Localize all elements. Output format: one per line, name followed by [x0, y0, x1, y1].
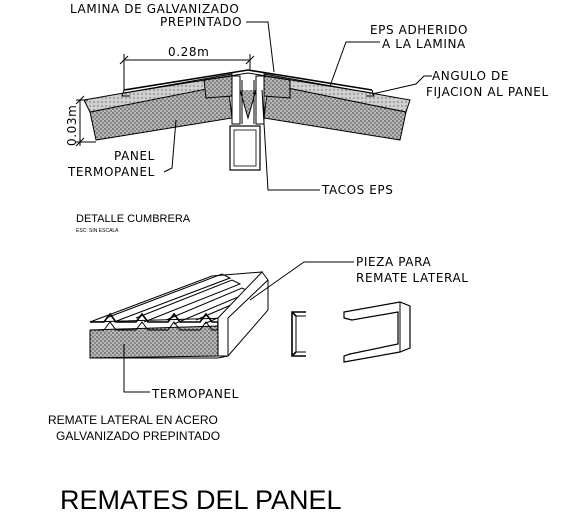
- leader-eps: [329, 41, 380, 87]
- label-lamina-line1: LAMINA DE GALVANIZADO: [70, 2, 239, 16]
- label-pieza-line1: PIEZA PARA: [356, 255, 432, 269]
- dim-width-text: 0.28m: [168, 45, 209, 59]
- ridge-cap-hook-left: [121, 89, 130, 97]
- leader-termopanel: [123, 344, 150, 393]
- leader-angulo: [371, 75, 432, 95]
- label-panel-line2: TERMOPANEL: [67, 165, 155, 179]
- detail-title: DETALLE CUMBRERA: [76, 213, 191, 225]
- lateral-trim-detail: PIEZA PARA REMATE LATERAL TERMOPANEL REM…: [48, 255, 469, 443]
- leader-panel: [163, 119, 177, 173]
- ridge-center-detail: [241, 80, 255, 124]
- caption-remate-line1: REMATE LATERAL EN ACERO: [48, 413, 218, 427]
- ridge-joint-right: [255, 75, 265, 125]
- leader-lamina: [246, 21, 275, 73]
- detail-scale: ESC: SIN ESCALA: [76, 228, 119, 234]
- trim-panel-front-foam: [89, 325, 219, 359]
- label-pieza-line2: REMATE LATERAL: [356, 271, 469, 285]
- dim-width-tick-right: [245, 55, 255, 65]
- leader-pieza: [249, 261, 354, 301]
- ridge-support-channel: [229, 125, 261, 171]
- ridge-support-channel-inner: [233, 129, 257, 167]
- trim-panel-front-profile: [90, 312, 219, 330]
- dim-width-tick-left: [119, 55, 129, 65]
- label-panel-line1: PANEL: [114, 149, 155, 163]
- trim-c-profile-section: [291, 311, 306, 357]
- label-termopanel: TERMOPANEL: [151, 387, 239, 401]
- label-angulo-line2: FIJACION AL PANEL: [426, 85, 549, 99]
- trim-side-piece: [217, 271, 269, 357]
- label-lamina-line2: PREPINTADO: [160, 15, 242, 29]
- main-title: REMATES DEL PANEL: [60, 485, 342, 515]
- dim-height-text: 0.03m: [65, 105, 79, 146]
- leader-tacos: [261, 89, 320, 191]
- trim-side-edge-top: [227, 279, 269, 319]
- ridge-joint-left: [231, 75, 241, 125]
- trim-panel-front-profile-inner: [90, 321, 218, 331]
- label-eps-line1: EPS ADHERIDO: [370, 23, 468, 37]
- trim-c-profile-inner: [295, 315, 306, 353]
- label-tacos: TACOS EPS: [321, 183, 394, 197]
- caption-remate-line2: GALVANIZADO PREPINTADO: [56, 429, 220, 443]
- ridge-detail: 0.28m 0.03m LAMINA DE GALVANIZADO PREPIN…: [65, 2, 549, 234]
- ridge-cap-hook-right: [366, 89, 375, 97]
- trim-panel-bottom: [90, 355, 229, 359]
- ridge-center-wedge: [239, 89, 257, 120]
- trim-c-profile-3d-lip: [343, 312, 353, 321]
- label-angulo-line1: ANGULO DE: [432, 69, 509, 83]
- ridge-cap-lamina-inner: [123, 72, 373, 94]
- label-eps-line2: A LA LAMINA: [382, 37, 466, 51]
